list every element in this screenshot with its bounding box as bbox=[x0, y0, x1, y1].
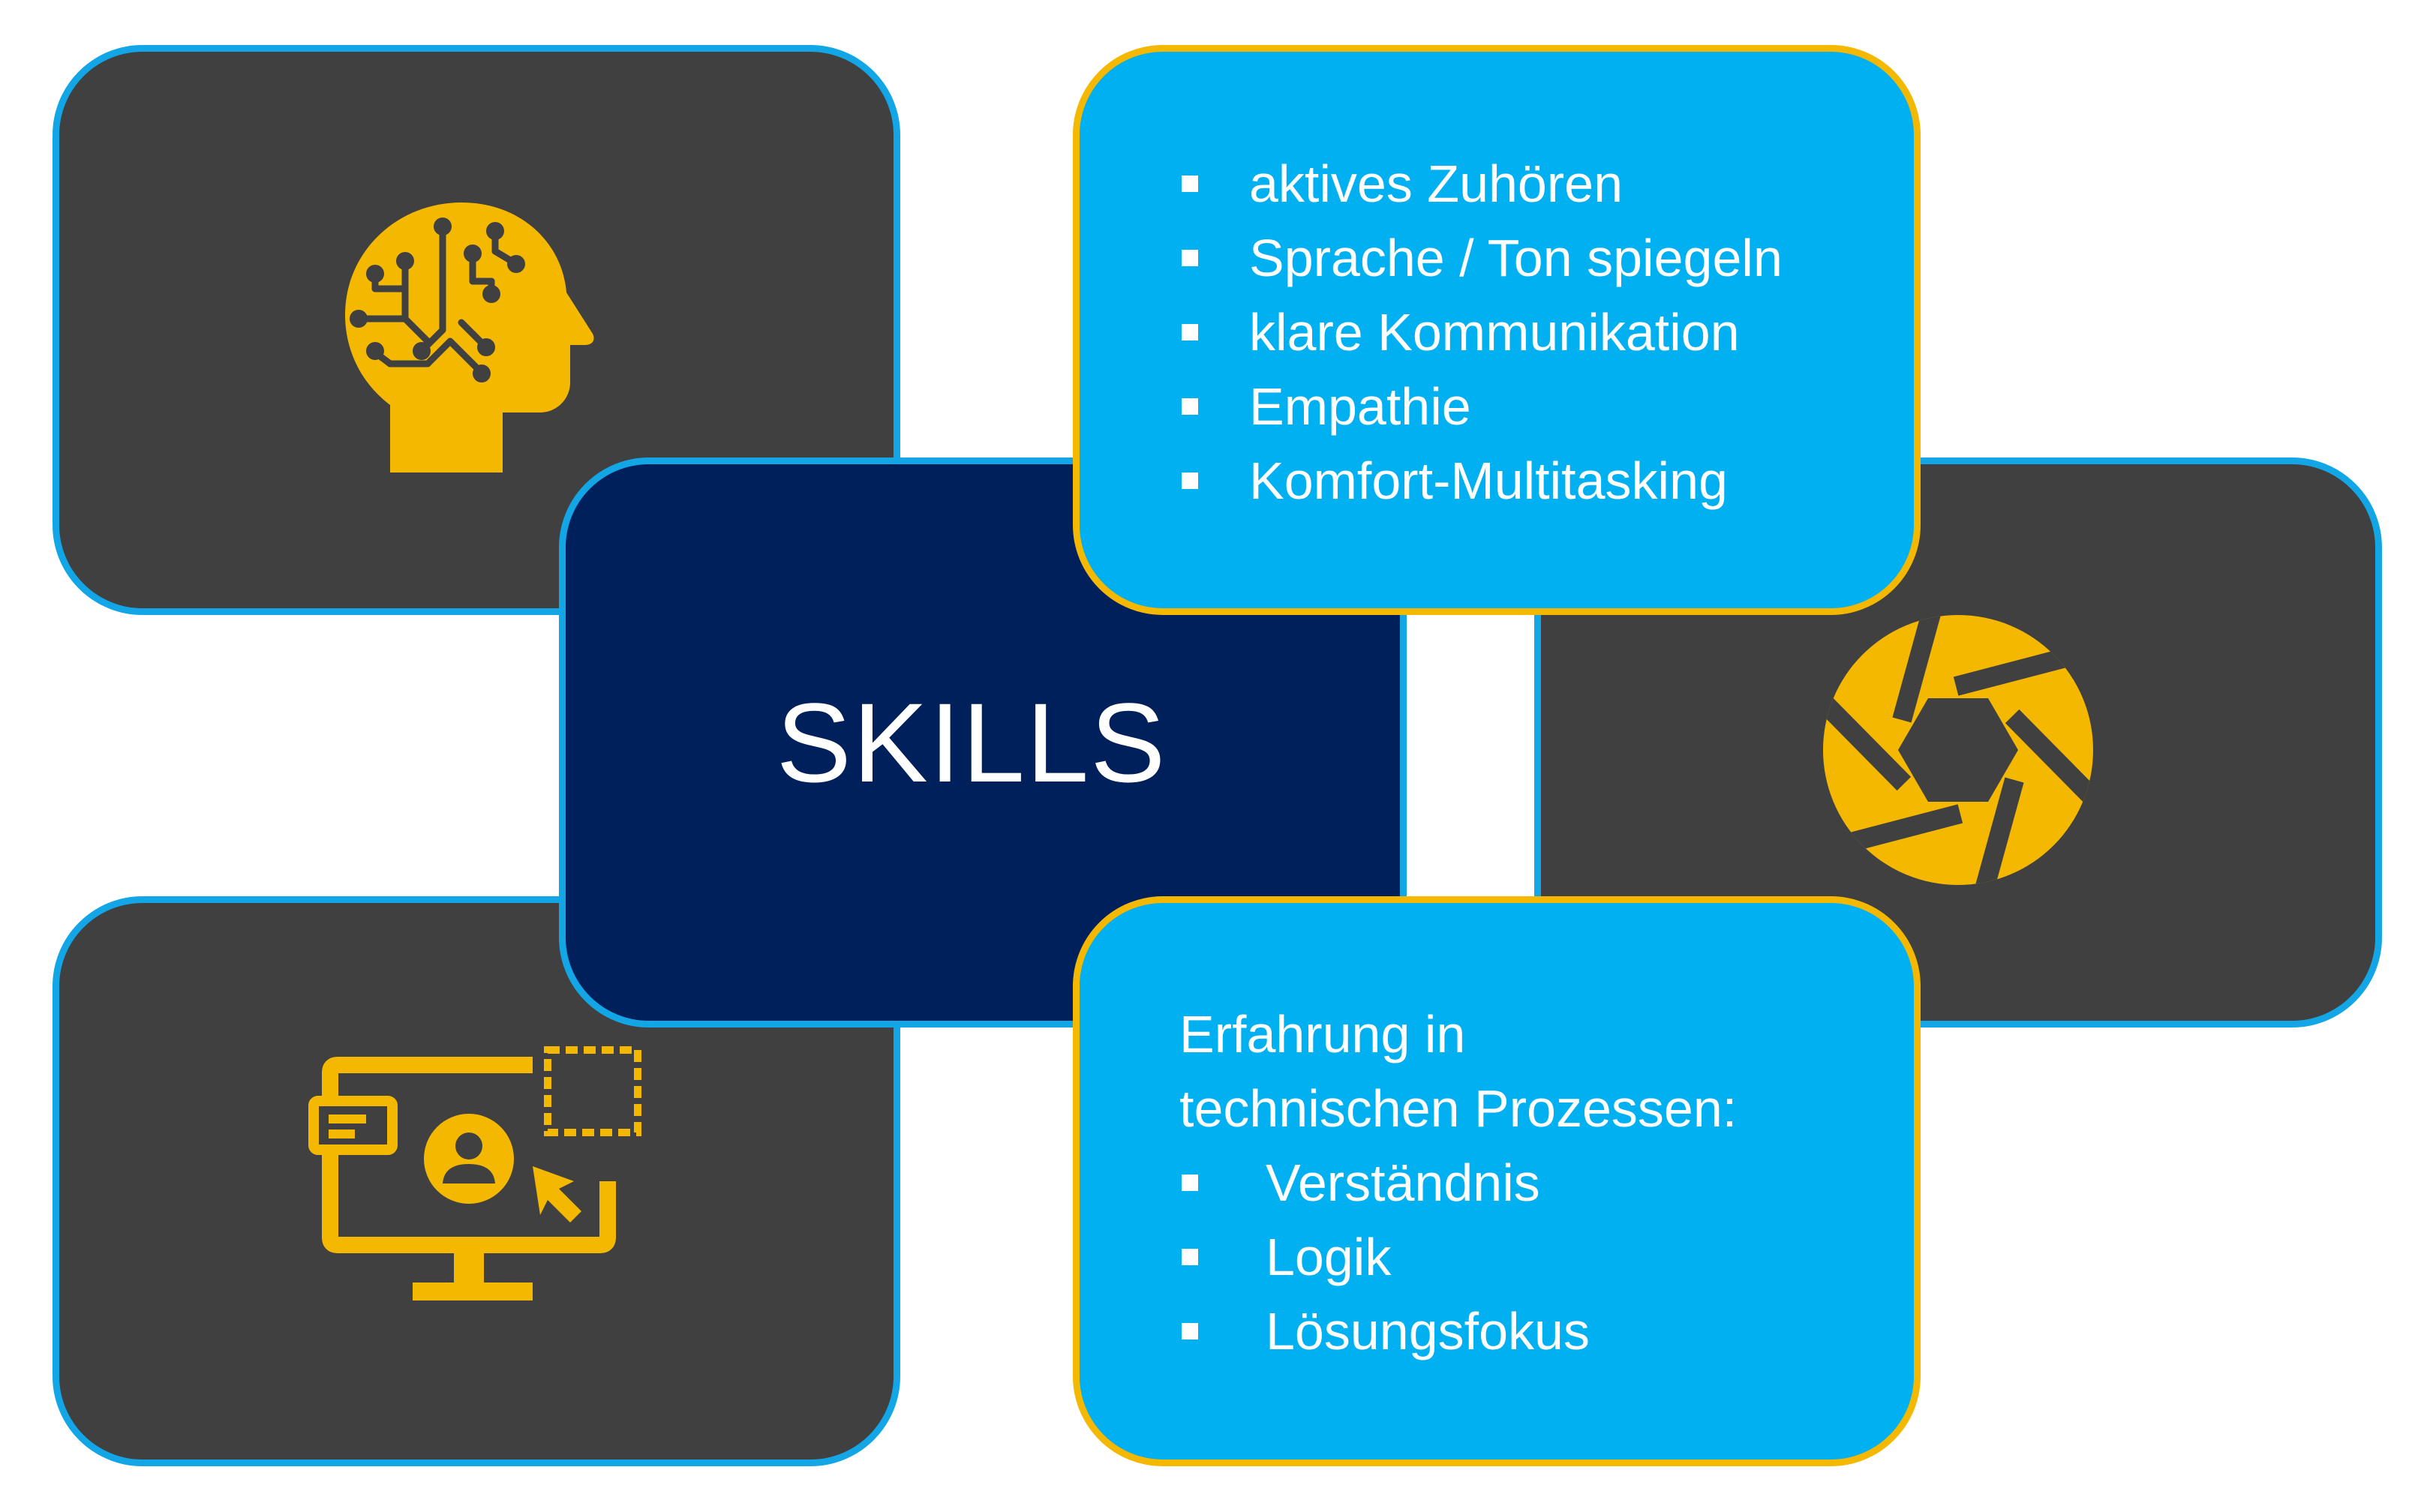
square-bullet-icon bbox=[1182, 1249, 1198, 1265]
brain-circuit-icon bbox=[345, 202, 594, 472]
monitor-user-icon bbox=[308, 1046, 641, 1300]
list-item: Logik bbox=[1179, 1220, 1737, 1294]
technical-intro-line-2: technischen Prozessen: bbox=[1179, 1079, 1738, 1138]
list-item: aktives Zuhören bbox=[1182, 147, 1783, 221]
square-bullet-icon bbox=[1182, 324, 1198, 340]
skills-title: SKILLS bbox=[776, 679, 1167, 806]
list-item: Lösungsfokus bbox=[1179, 1294, 1737, 1369]
technical-skills-block: Erfahrung in technischen Prozessen: Vers… bbox=[1179, 998, 1737, 1369]
list-item: klare Kommunikation bbox=[1182, 296, 1783, 370]
square-bullet-icon bbox=[1182, 250, 1198, 266]
square-bullet-icon bbox=[1182, 472, 1198, 489]
list-item: Komfort-Multitasking bbox=[1182, 444, 1783, 518]
technical-skills-tile bbox=[1073, 896, 1921, 1466]
technical-skills-list: Verständnis Logik Lösungsfokus bbox=[1179, 1146, 1737, 1369]
list-item: Sprache / Ton spiegeln bbox=[1182, 221, 1783, 296]
technical-intro-line-1: Erfahrung in bbox=[1179, 1005, 1466, 1064]
square-bullet-icon bbox=[1182, 1174, 1198, 1191]
list-item: Empathie bbox=[1182, 370, 1783, 444]
communication-skills-tile bbox=[1073, 45, 1921, 615]
square-bullet-icon bbox=[1182, 176, 1198, 192]
square-bullet-icon bbox=[1182, 398, 1198, 415]
communication-skills-list: aktives Zuhören Sprache / Ton spiegeln k… bbox=[1182, 147, 1783, 518]
list-item: Verständnis bbox=[1179, 1146, 1737, 1220]
square-bullet-icon bbox=[1182, 1323, 1198, 1340]
camera-aperture-icon bbox=[1823, 615, 2093, 885]
